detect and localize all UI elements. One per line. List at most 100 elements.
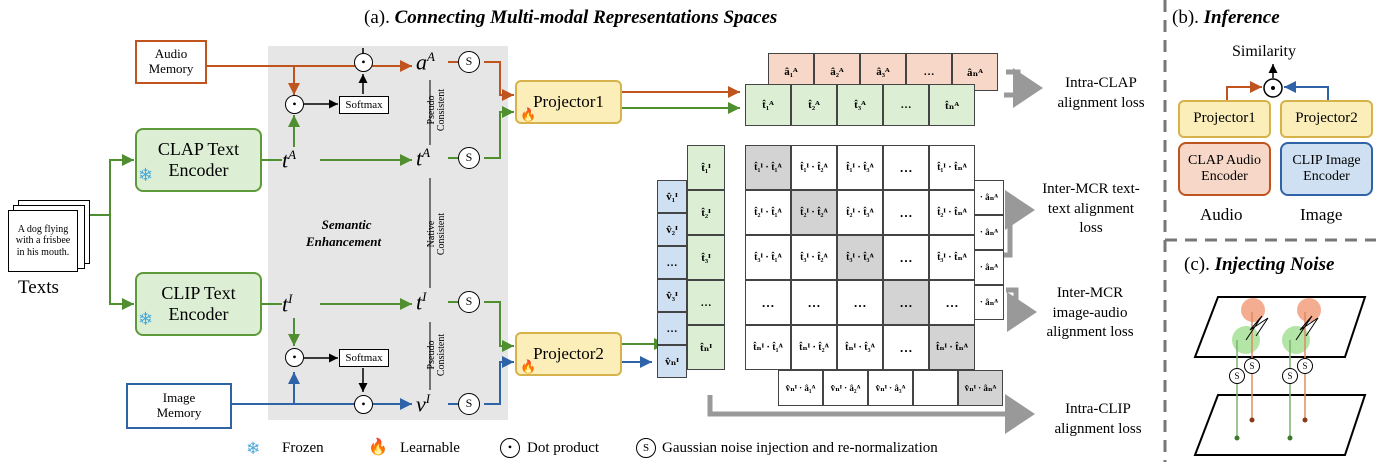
- text-text-score-cell: t̂₃ᴵ · t̂₁ᴬ: [745, 235, 791, 280]
- inter-ia-arrow: [1006, 287, 1037, 332]
- noise-icon: S: [1297, 358, 1313, 374]
- noise-to-projector2-blue: [484, 356, 514, 405]
- noise-icon: S: [458, 291, 480, 313]
- symbol-tA-right: tA: [416, 145, 431, 171]
- noise-orange-blob-1: [1241, 298, 1265, 322]
- image-embedding-cell: …: [657, 246, 687, 279]
- noise-to-projector1-orange: [484, 61, 514, 101]
- legend-dot-icon: •: [500, 438, 520, 458]
- text-text-score-cell: t̂ₙᴵ · t̂ₙᴬ: [929, 325, 975, 370]
- dot-product-icon: •: [285, 95, 304, 114]
- pseudo-consistent-label-bottom: Pseudo Consistent: [426, 333, 447, 377]
- image-embedding-cell: v̂₁ᴵ: [657, 180, 687, 213]
- noise-top-plane: [1193, 296, 1367, 358]
- image-memory-box: Image Memory: [126, 383, 232, 429]
- noise-bottom-plane: [1193, 394, 1367, 456]
- projector2-box: Projector2: [515, 332, 622, 376]
- legend-dot-product: Dot product: [527, 440, 600, 456]
- text-text-score-cell: …: [837, 280, 883, 325]
- noise-orange-blob-2: [1297, 298, 1321, 322]
- texts-to-clip-arrow: [88, 214, 134, 310]
- clap-text-embedding-cell: t̂ₙᴬ: [929, 84, 975, 126]
- text-text-score-cell: t̂₃ᴵ · t̂ₙᴬ: [929, 235, 975, 280]
- clap-text-embedding-cell: t̂₂ᴬ: [791, 84, 837, 126]
- semantic-enhancement-label: Semantic Enhancement: [306, 217, 382, 249]
- audio-memory-box: Audio Memory: [135, 40, 207, 84]
- texts-label: Texts: [18, 277, 59, 298]
- image-audio-score-cell: · âₙᴬ: [974, 180, 1004, 215]
- noise-icon: S: [458, 147, 480, 169]
- text-text-score-cell: t̂₂ᴵ · t̂ₙᴬ: [929, 190, 975, 235]
- image-audio-score-cell: v̂ₙᴵ · â₁ᴬ: [778, 370, 823, 406]
- noise-icon: S: [458, 51, 480, 73]
- legend-frozen: Frozen: [282, 440, 324, 456]
- text-text-score-cell: t̂₁ᴵ · t̂₃ᴬ: [837, 145, 883, 190]
- clap-text-embedding-cell: …: [883, 84, 929, 126]
- text-text-score-cell: t̂ₙᴵ · t̂₁ᴬ: [745, 325, 791, 370]
- image-embedding-cell: v̂ₙᴵ: [657, 345, 687, 378]
- texts-card: A dog flying with a frisbee in his mouth…: [8, 210, 78, 272]
- fire-icon: 🔥: [520, 359, 537, 374]
- section-c-title: (c). Injecting Noise: [1184, 254, 1335, 275]
- loss-intra-clip: Intra-CLIP alignment loss: [1054, 401, 1142, 437]
- legend-snowflake-icon: ❄: [246, 439, 261, 458]
- symbol-tA-left: tA: [282, 147, 297, 173]
- text-text-score-cell: t̂₂ᴵ · t̂₃ᴬ: [837, 190, 883, 235]
- loss-inter-tt: Inter-MCR text-text alignment loss: [1042, 181, 1140, 236]
- legend-noise-icon: S: [636, 438, 656, 458]
- symbol-tI-right: tI: [416, 289, 427, 315]
- text-text-score-cell: t̂₁ᴵ · t̂₁ᴬ: [745, 145, 791, 190]
- noise-icon: S: [1229, 368, 1245, 384]
- inf-clip-image-encoder: CLIP Image Encoder: [1280, 142, 1373, 196]
- texts-to-clap-arrow: [88, 154, 134, 216]
- clip-text-embedding-cell: t̂ₙᴵ: [687, 325, 725, 370]
- text-text-score-cell: t̂₂ᴵ · t̂₂ᴬ: [791, 190, 837, 235]
- loss-inter-ia: Inter-MCR image-audio alignment loss: [1046, 285, 1134, 340]
- pseudo-consistent-label-top: Pseudo Consistent: [426, 88, 447, 132]
- image-audio-score-cell: v̂ₙᴵ · â₂ᴬ: [823, 370, 868, 406]
- inf-audio-label: Audio: [1200, 205, 1243, 224]
- image-embedding-cell: v̂₃ᴵ: [657, 279, 687, 312]
- noise-to-projector1-green: [484, 106, 514, 159]
- inf-clap-audio-encoder: CLAP Audio Encoder: [1178, 142, 1271, 196]
- clap-text-embedding-cell: t̂₃ᴬ: [837, 84, 883, 126]
- dot-product-icon: •: [354, 395, 373, 414]
- inf-projector2: Projector2: [1280, 100, 1373, 138]
- symbol-vI: vI: [416, 391, 431, 417]
- symbol-aA: aA: [416, 49, 435, 75]
- legend-fire-icon: 🔥: [368, 439, 388, 456]
- text-text-score-cell: t̂ₙᴵ · t̂₃ᴬ: [837, 325, 883, 370]
- snowflake-icon: ❄: [138, 165, 154, 185]
- noise-to-projector2-green: [484, 301, 514, 352]
- noise-icon: S: [458, 393, 480, 415]
- text-text-score-cell: …: [883, 190, 929, 235]
- loss-intra-clap: Intra-CLAP alignment loss: [1057, 75, 1145, 111]
- text-text-score-cell: t̂₃ᴵ · t̂₂ᴬ: [791, 235, 837, 280]
- inf-similarity-label: Similarity: [1232, 43, 1296, 60]
- image-embedding-cell: v̂₂ᴵ: [657, 213, 687, 246]
- text-text-score-cell: …: [883, 325, 929, 370]
- text-text-score-cell: …: [929, 280, 975, 325]
- snowflake-icon: ❄: [138, 309, 154, 329]
- noise-icon: S: [1244, 358, 1260, 374]
- noise-zigzag-2: [1295, 315, 1319, 341]
- legend-learnable: Learnable: [400, 440, 460, 456]
- section-b-title: (b). Inference: [1172, 7, 1280, 28]
- image-audio-score-cell: · âₙᴬ: [974, 250, 1004, 285]
- dot-product-icon: •: [354, 53, 373, 72]
- image-audio-score-cell: v̂ₙᴵ · â₃ᴬ: [868, 370, 913, 406]
- image-audio-score-cell: · âₙᴬ: [974, 215, 1004, 250]
- intra-clip-arrow: [707, 394, 1035, 434]
- clip-text-embedding-cell: t̂₃ᴵ: [687, 235, 725, 280]
- clip-text-embedding-cell: …: [687, 280, 725, 325]
- projector1-box: Projector1: [515, 80, 622, 124]
- text-text-score-cell: t̂₃ᴵ · t̂₃ᴬ: [837, 235, 883, 280]
- noise-icon: S: [1282, 368, 1298, 384]
- noise-zigzag-1: [1245, 315, 1269, 341]
- image-audio-score-cell: [913, 370, 958, 406]
- text-text-score-cell: …: [883, 235, 929, 280]
- section-a-title: (a). Connecting Multi-modal Representati…: [364, 7, 778, 28]
- fire-icon: 🔥: [520, 107, 537, 122]
- image-audio-score-cell: v̂ₙᴵ · âₙᴬ: [958, 370, 1003, 406]
